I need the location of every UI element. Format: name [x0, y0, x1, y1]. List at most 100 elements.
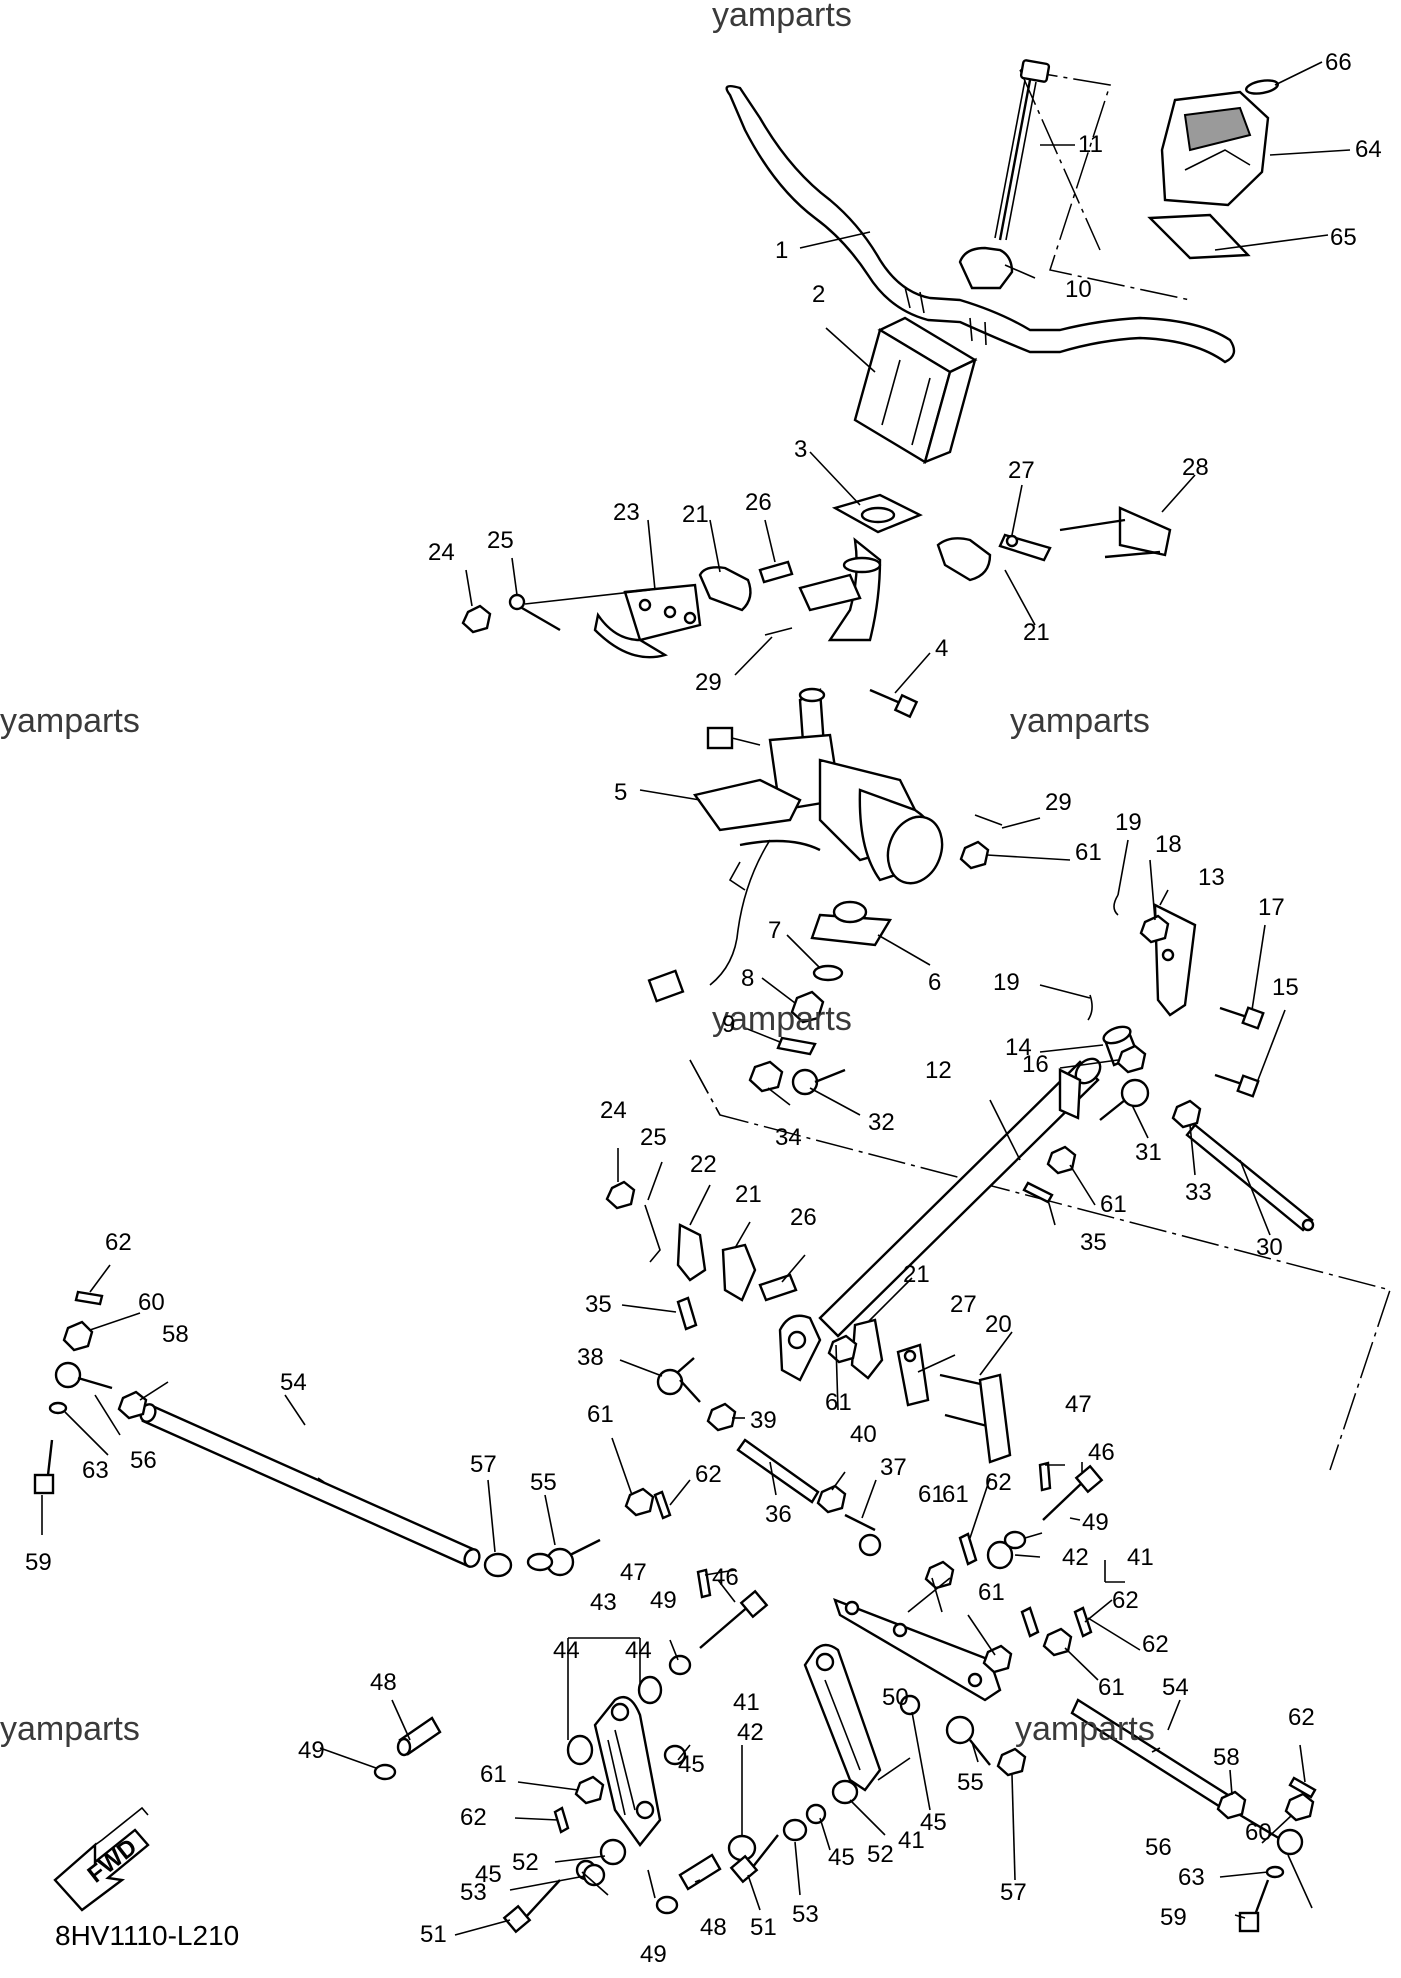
- nut-39-part: [706, 1402, 737, 1432]
- clamp-21a-part: [698, 566, 752, 612]
- link-25a-part: [508, 589, 651, 632]
- callout-38: 38: [577, 1344, 604, 1371]
- nut-61-shaft-part: [1046, 1145, 1077, 1175]
- watermark: yamparts: [712, 1000, 852, 1038]
- nut-8-part: [790, 990, 825, 1024]
- callout-8: 8: [741, 965, 754, 992]
- callout-63b: 63: [1178, 1864, 1205, 1891]
- fwd-arrow-icon: [53, 1806, 150, 1912]
- pin-35a-part: [676, 1296, 698, 1331]
- pin-47a-part: [696, 1568, 712, 1599]
- pin-62c-part: [553, 1806, 570, 1834]
- callout-24b: 24: [600, 1097, 627, 1124]
- clamp-21b-part: [936, 537, 992, 582]
- pin-26a-part: [758, 560, 794, 584]
- callout-52a: 52: [512, 1849, 539, 1876]
- clamp-21c-part: [721, 1243, 757, 1302]
- nut-16-part: [1116, 1044, 1147, 1074]
- callout-55a: 55: [530, 1469, 557, 1496]
- nut-40-part: [816, 1484, 847, 1514]
- watermarks: yamparts yamparts yamparts yamparts yamp…: [0, 0, 1155, 1748]
- callout-48b: 48: [700, 1914, 727, 1941]
- part-drawings: [33, 59, 1391, 1934]
- watermark: yamparts: [1015, 1710, 1155, 1748]
- bolt-59a-part: [33, 1439, 55, 1495]
- callout-32: 32: [868, 1109, 895, 1136]
- callout-2: 2: [812, 281, 825, 308]
- callout-55b: 55: [957, 1769, 984, 1796]
- bolt-59b-part: [1238, 1879, 1270, 1933]
- callout-29a: 29: [695, 669, 722, 696]
- bush-52b-part: [831, 1779, 859, 1805]
- callout-58b: 58: [1213, 1744, 1240, 1771]
- callout-19b: 19: [993, 969, 1020, 996]
- bracket-28-part: [1059, 506, 1172, 559]
- callout-56b: 56: [1145, 1834, 1172, 1861]
- callout-13: 13: [1198, 864, 1225, 891]
- callout-62b: 62: [695, 1461, 722, 1488]
- washer-63b-part: [1265, 1865, 1285, 1879]
- washer-49b-part: [373, 1763, 397, 1781]
- nut-61-motor-part: [959, 840, 990, 870]
- rod-end-32-part: [748, 1060, 846, 1096]
- callout-23: 23: [613, 499, 640, 526]
- pin-9-part: [776, 1036, 817, 1056]
- nut-60a-part: [62, 1320, 94, 1352]
- callout-24a: 24: [428, 539, 455, 566]
- rod-end-31-part: [1099, 1078, 1150, 1121]
- callout-61h: 61: [480, 1761, 507, 1788]
- callout-12: 12: [925, 1057, 952, 1084]
- callout-60a: 60: [138, 1289, 165, 1316]
- callout-10: 10: [1065, 276, 1092, 303]
- pin-48b-part: [678, 1853, 722, 1891]
- bush-42a-part: [986, 1540, 1014, 1570]
- rod-end-55a-part: [526, 1538, 601, 1577]
- rod-end-38-part: [656, 1357, 701, 1403]
- callout-37: 37: [880, 1454, 907, 1481]
- callout-16: 16: [1022, 1051, 1049, 1078]
- callout-27a: 27: [1008, 457, 1035, 484]
- rod-end-55b-part: [945, 1715, 991, 1766]
- nut-61-c2-part: [982, 1644, 1013, 1674]
- callout-6: 6: [928, 969, 941, 996]
- callout-64: 64: [1355, 136, 1382, 163]
- pin-62g-part: [1288, 1776, 1317, 1799]
- bolt-46b-part: [1042, 1464, 1104, 1521]
- rod-50-part: [833, 1597, 1002, 1702]
- callout-3: 3: [794, 436, 807, 463]
- column-3-part: [798, 493, 923, 642]
- link-27b-part: [896, 1343, 930, 1407]
- callout-1: 1: [775, 237, 788, 264]
- bolt-46a-part: [699, 1589, 769, 1649]
- callout-22: 22: [690, 1151, 717, 1178]
- callout-33: 33: [1185, 1179, 1212, 1206]
- callout-26b: 26: [790, 1204, 817, 1231]
- clamp-10-part: [958, 246, 1014, 290]
- callout-63a: 63: [82, 1457, 109, 1484]
- callout-56a: 56: [130, 1447, 157, 1474]
- nut-61-c1-part: [924, 1560, 955, 1590]
- callout-25a: 25: [487, 527, 514, 554]
- callout-62a: 62: [105, 1229, 132, 1256]
- link-20-part: [939, 1373, 1012, 1464]
- link-27a-part: [998, 533, 1052, 562]
- callout-35a: 35: [585, 1291, 612, 1318]
- callout-45d: 45: [475, 1861, 502, 1888]
- callout-5: 5: [614, 779, 627, 806]
- washer-53a-part: [582, 1863, 606, 1887]
- callout-54b: 54: [1162, 1674, 1189, 1701]
- callout-46a: 46: [712, 1564, 739, 1591]
- washer-7-part: [812, 964, 844, 982]
- callout-52b: 52: [867, 1841, 894, 1868]
- callout-58a: 58: [162, 1321, 189, 1348]
- watermark: yamparts: [0, 1710, 140, 1748]
- callout-7: 7: [768, 917, 781, 944]
- bolt-17-part: [1219, 1006, 1265, 1030]
- pin-62b-part: [653, 1490, 672, 1520]
- callout-49a: 49: [298, 1737, 325, 1764]
- clamp-21d-part: [850, 1318, 884, 1380]
- callout-45b: 45: [920, 1809, 947, 1836]
- callout-21d: 21: [903, 1261, 930, 1288]
- washer-66-part: [1245, 79, 1279, 95]
- callout-18: 18: [1155, 831, 1182, 858]
